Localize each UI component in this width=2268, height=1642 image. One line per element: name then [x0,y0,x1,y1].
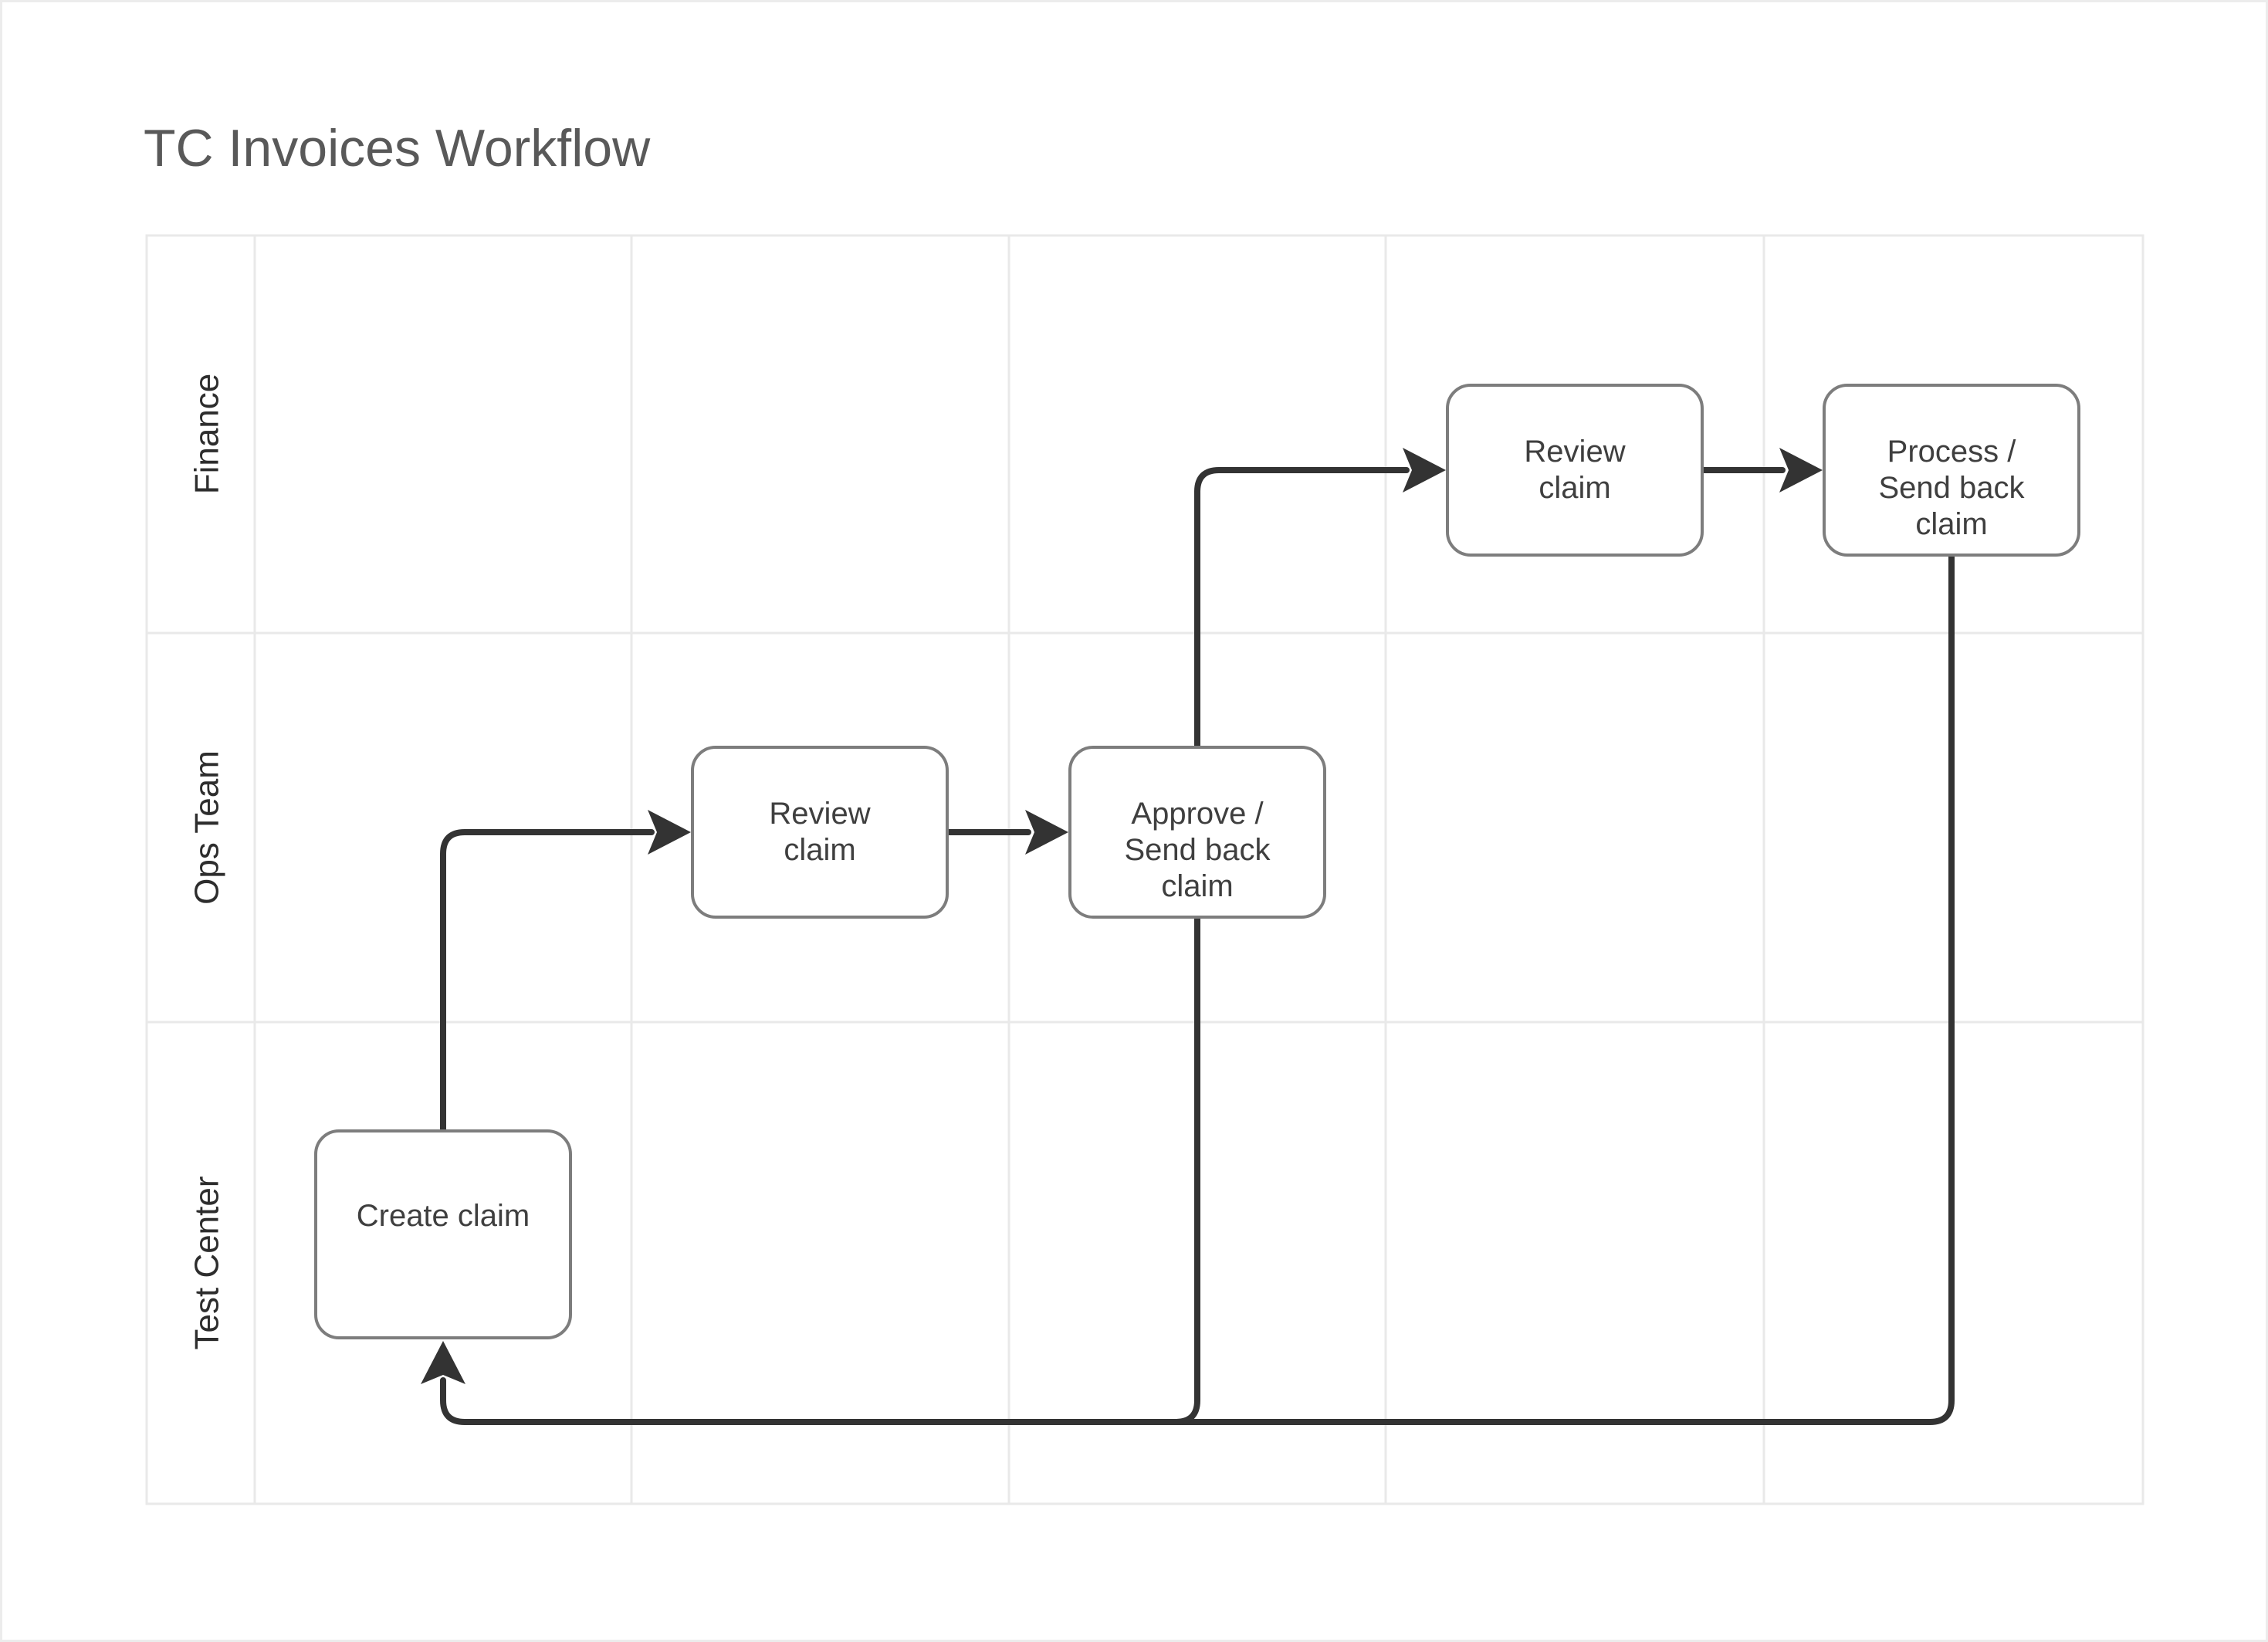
node-create-claim-box[interactable] [314,1129,572,1339]
node-create-claim-label: Create claim [357,1199,530,1233]
node-process-label-line2: Send back [1878,471,2025,505]
arrowhead-into-process [1779,448,1823,493]
arrowhead-into-create [421,1341,465,1384]
lane-label-finance: Finance [188,374,226,495]
node-process-label-line1: Process / [1887,435,2017,469]
node-create-claim[interactable]: Create claim [314,1129,572,1339]
node-process-send-back-claim-box[interactable] [1823,384,2080,557]
node-approve-send-back-claim-box[interactable] [1068,746,1326,919]
arrowhead-into-ops-review [648,810,691,855]
nodes: Create claim Review claim Approve / Send… [314,384,2080,1339]
page-title: TC Invoices Workflow [144,119,651,178]
swimlane-grid [145,234,2144,1505]
node-ops-review-claim-box[interactable] [691,746,949,919]
edge-approve-return-join [1120,914,1200,1425]
arrowhead-into-approve [1025,810,1068,855]
grid-outer-border [145,234,2144,1505]
edge-process-return-to-create [440,551,1955,1425]
lane-label-test-center: Test Center [188,1176,226,1350]
node-finance-review-label-line1: Review [1524,435,1625,469]
node-approve-label-line1: Approve / [1131,797,1264,831]
node-finance-review-claim-box[interactable] [1446,384,1704,557]
lane-label-ops-team: Ops Team [188,750,226,905]
node-approve-send-back-claim[interactable]: Approve / Send back claim [1068,746,1326,919]
node-ops-review-claim-label-line1: Review [769,797,870,831]
node-ops-review-claim[interactable]: Review claim [691,746,949,919]
arrowhead-into-finance-review [1403,448,1446,493]
edge-create-to-ops-review [440,829,655,1134]
node-process-label-line3: claim [1915,507,1987,541]
node-approve-label-line2: Send back [1124,833,1271,867]
edges [421,448,1955,1425]
node-finance-review-claim[interactable]: Review claim [1446,384,1704,557]
node-approve-label-line3: claim [1161,869,1233,903]
edge-approve-to-finance-review [1194,467,1410,750]
node-process-send-back-claim[interactable]: Process / Send back claim [1823,384,2080,557]
node-ops-review-claim-label-line2: claim [784,833,855,867]
node-finance-review-label-line2: claim [1539,471,1610,505]
